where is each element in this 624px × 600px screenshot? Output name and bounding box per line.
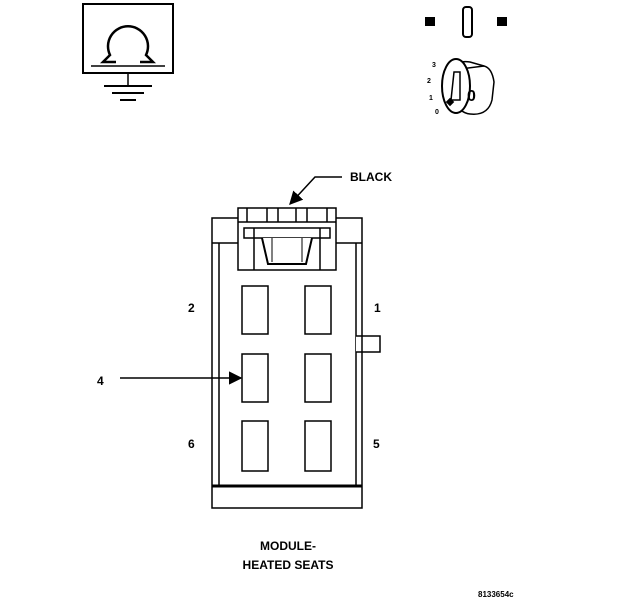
connector-latch xyxy=(237,207,337,271)
ignition-key-switch-icon: 3 2 1 0 0 xyxy=(425,6,507,116)
connector-color-label: BLACK xyxy=(350,170,392,184)
callout-label-4: 4 xyxy=(97,374,104,388)
ignition-position-2: 2 xyxy=(427,78,431,85)
ignition-position-1: 1 xyxy=(429,95,433,102)
pin-label-6: 6 xyxy=(188,437,195,451)
key-position-label: 0 xyxy=(467,88,476,105)
pin-label-1: 1 xyxy=(374,301,381,315)
cavity-1 xyxy=(304,285,332,335)
connector-module-heated-seats: BLACK xyxy=(97,170,392,509)
cavity-6 xyxy=(241,420,269,472)
pin-label-2: 2 xyxy=(188,301,195,315)
cavity-4 xyxy=(241,353,269,403)
ignition-position-3: 3 xyxy=(432,62,436,69)
color-callout-arrow-icon xyxy=(289,176,342,205)
caption-line-2: HEATED SEATS xyxy=(243,558,334,572)
ohm-symbol-icon xyxy=(99,25,157,64)
position-pointer-icon xyxy=(445,97,455,107)
cavity-3 xyxy=(304,353,332,403)
ignition-position-0: 0 xyxy=(435,109,439,116)
ohmmeter-with-ground-icon xyxy=(82,3,174,101)
pin-label-5: 5 xyxy=(373,437,380,451)
cavity-2 xyxy=(241,285,269,335)
caption-line-1: MODULE- xyxy=(260,539,316,553)
left-marker-icon xyxy=(425,17,435,26)
polarizing-key xyxy=(356,335,381,353)
figure-id: 8133654c xyxy=(478,590,514,599)
right-marker-icon xyxy=(497,17,507,26)
cavity-5 xyxy=(304,420,332,472)
key-slot-icon xyxy=(462,6,473,38)
key-cylinder-icon xyxy=(441,58,471,114)
